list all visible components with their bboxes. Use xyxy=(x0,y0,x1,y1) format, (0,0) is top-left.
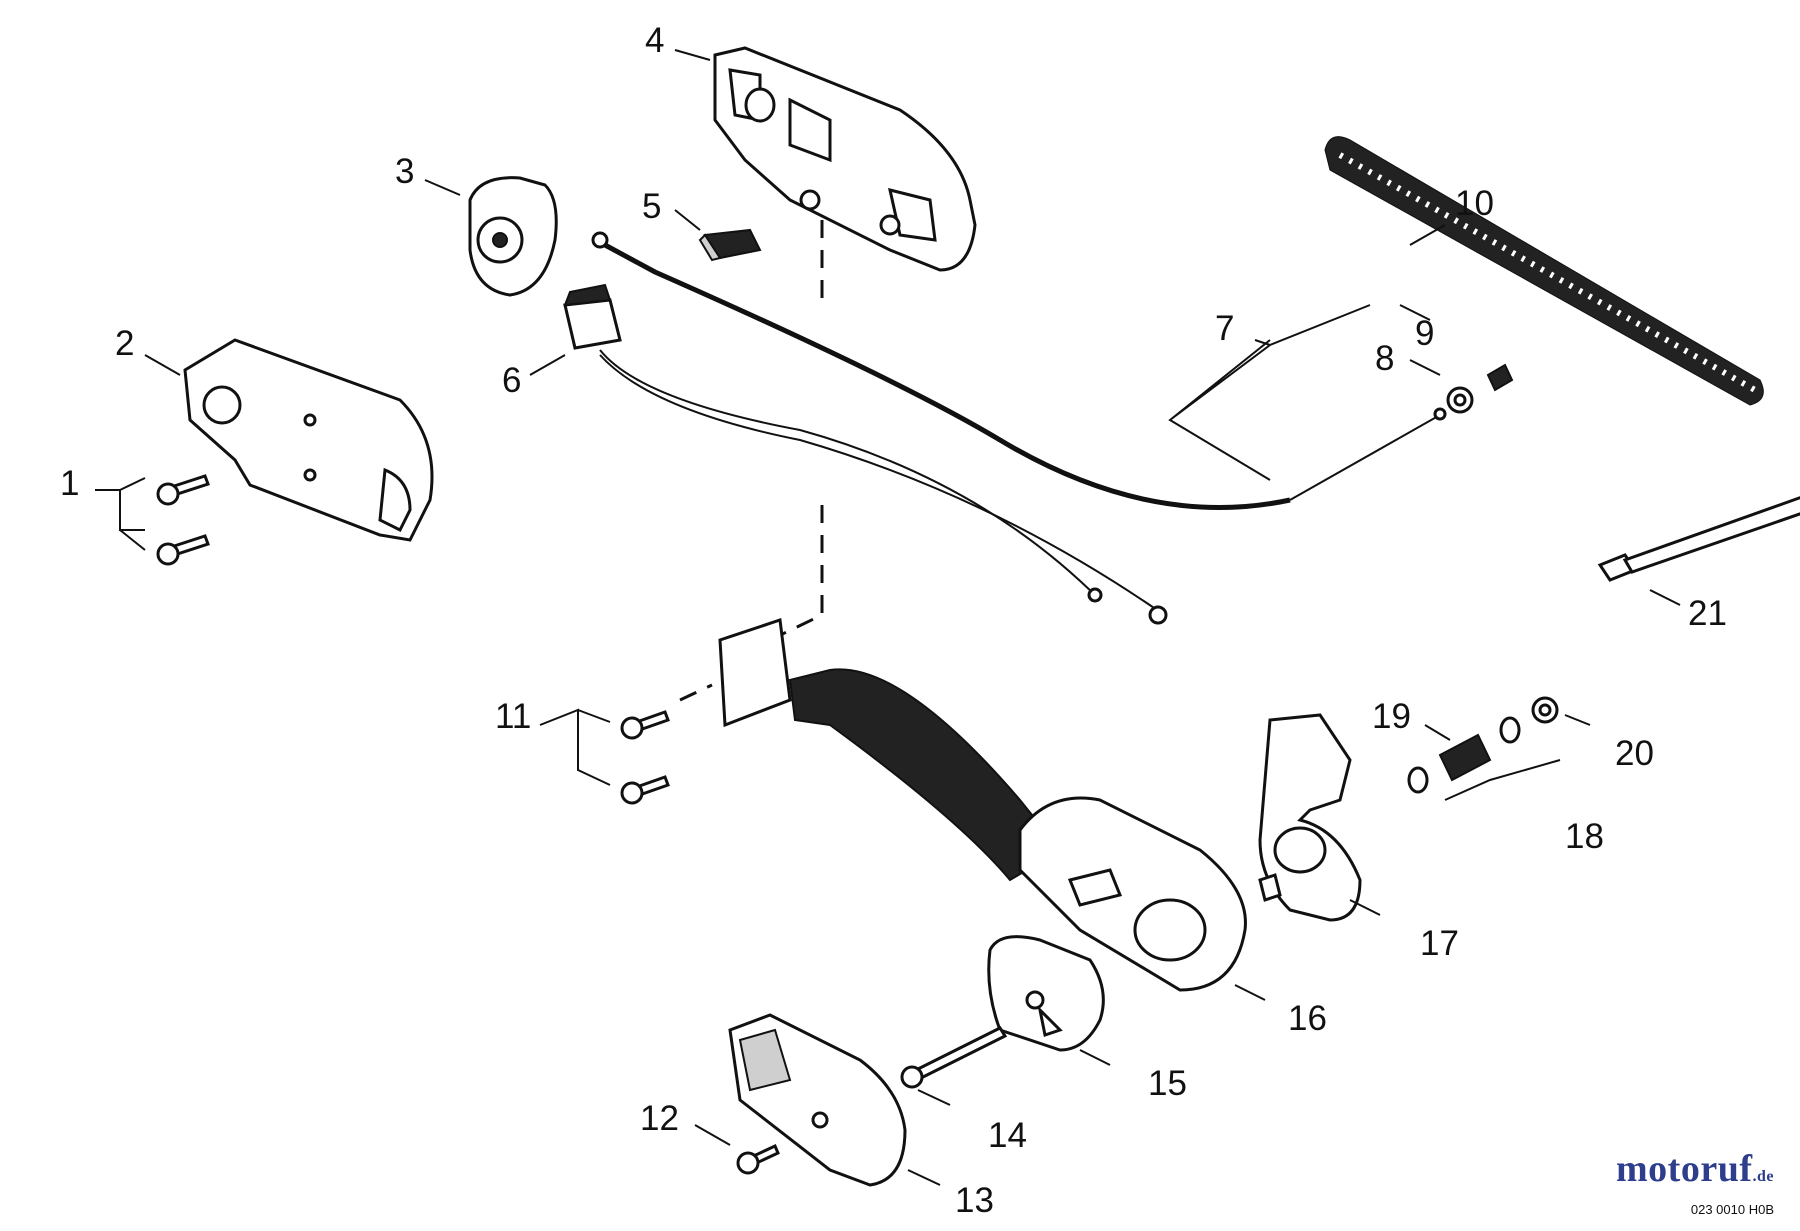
part-6-switch-wires xyxy=(563,283,1168,625)
part-1-screws xyxy=(156,474,210,566)
part-7-cable xyxy=(591,231,1447,510)
part-19-spring xyxy=(1438,733,1492,782)
part-8-nut xyxy=(1446,386,1474,414)
leader-lines xyxy=(95,49,1681,1186)
part-18-washer xyxy=(1407,716,1521,794)
part-14-bolt xyxy=(900,1026,1008,1089)
callout-16: 16 xyxy=(1288,999,1327,1038)
part-13-end-cap xyxy=(728,1013,907,1187)
callout-8: 8 xyxy=(1375,339,1394,378)
part-16-lower-handle xyxy=(718,617,1247,992)
callout-21: 21 xyxy=(1688,594,1727,633)
part-21-cable-tie xyxy=(1597,496,1800,582)
callout-14: 14 xyxy=(988,1116,1027,1155)
brand-name: motoruf xyxy=(1616,1148,1753,1190)
part-11-screws xyxy=(620,710,670,805)
callout-5: 5 xyxy=(642,187,661,226)
part-3-switch-housing xyxy=(468,176,558,297)
part-20-nut xyxy=(1531,696,1559,724)
callout-17: 17 xyxy=(1420,924,1459,963)
part-17-bracket xyxy=(1258,713,1362,922)
callout-9: 9 xyxy=(1415,314,1434,353)
part-10-corrugated-tube xyxy=(1324,136,1764,406)
callout-18: 18 xyxy=(1565,817,1604,856)
callout-4: 4 xyxy=(645,21,664,60)
drawing-reference: 023 0010 H0B xyxy=(1690,1202,1774,1217)
callout-7: 7 xyxy=(1215,309,1234,348)
callout-6: 6 xyxy=(502,361,521,400)
assembly-dash-line-screw xyxy=(679,683,713,702)
callout-12: 12 xyxy=(640,1099,679,1138)
part-15-plate xyxy=(987,935,1105,1052)
brand-logo: motoruf.de xyxy=(1616,1147,1774,1191)
assembly-dash-line-lower xyxy=(769,505,824,642)
callout-13: 13 xyxy=(955,1181,994,1220)
part-4-handle-housing xyxy=(713,46,977,272)
part-12-screw xyxy=(736,1143,780,1175)
callout-1: 1 xyxy=(60,464,79,503)
callout-11: 11 xyxy=(495,697,531,736)
part-2-cover xyxy=(183,338,434,542)
callout-20: 20 xyxy=(1615,734,1654,773)
part-5-clip xyxy=(698,228,762,262)
part-9-set-screw xyxy=(1486,363,1514,392)
callout-10: 10 xyxy=(1455,184,1494,223)
brand-suffix: .de xyxy=(1752,1168,1774,1185)
callout-2: 2 xyxy=(115,324,134,363)
callout-3: 3 xyxy=(395,152,414,191)
callout-19: 19 xyxy=(1372,697,1411,736)
callout-15: 15 xyxy=(1148,1064,1187,1103)
